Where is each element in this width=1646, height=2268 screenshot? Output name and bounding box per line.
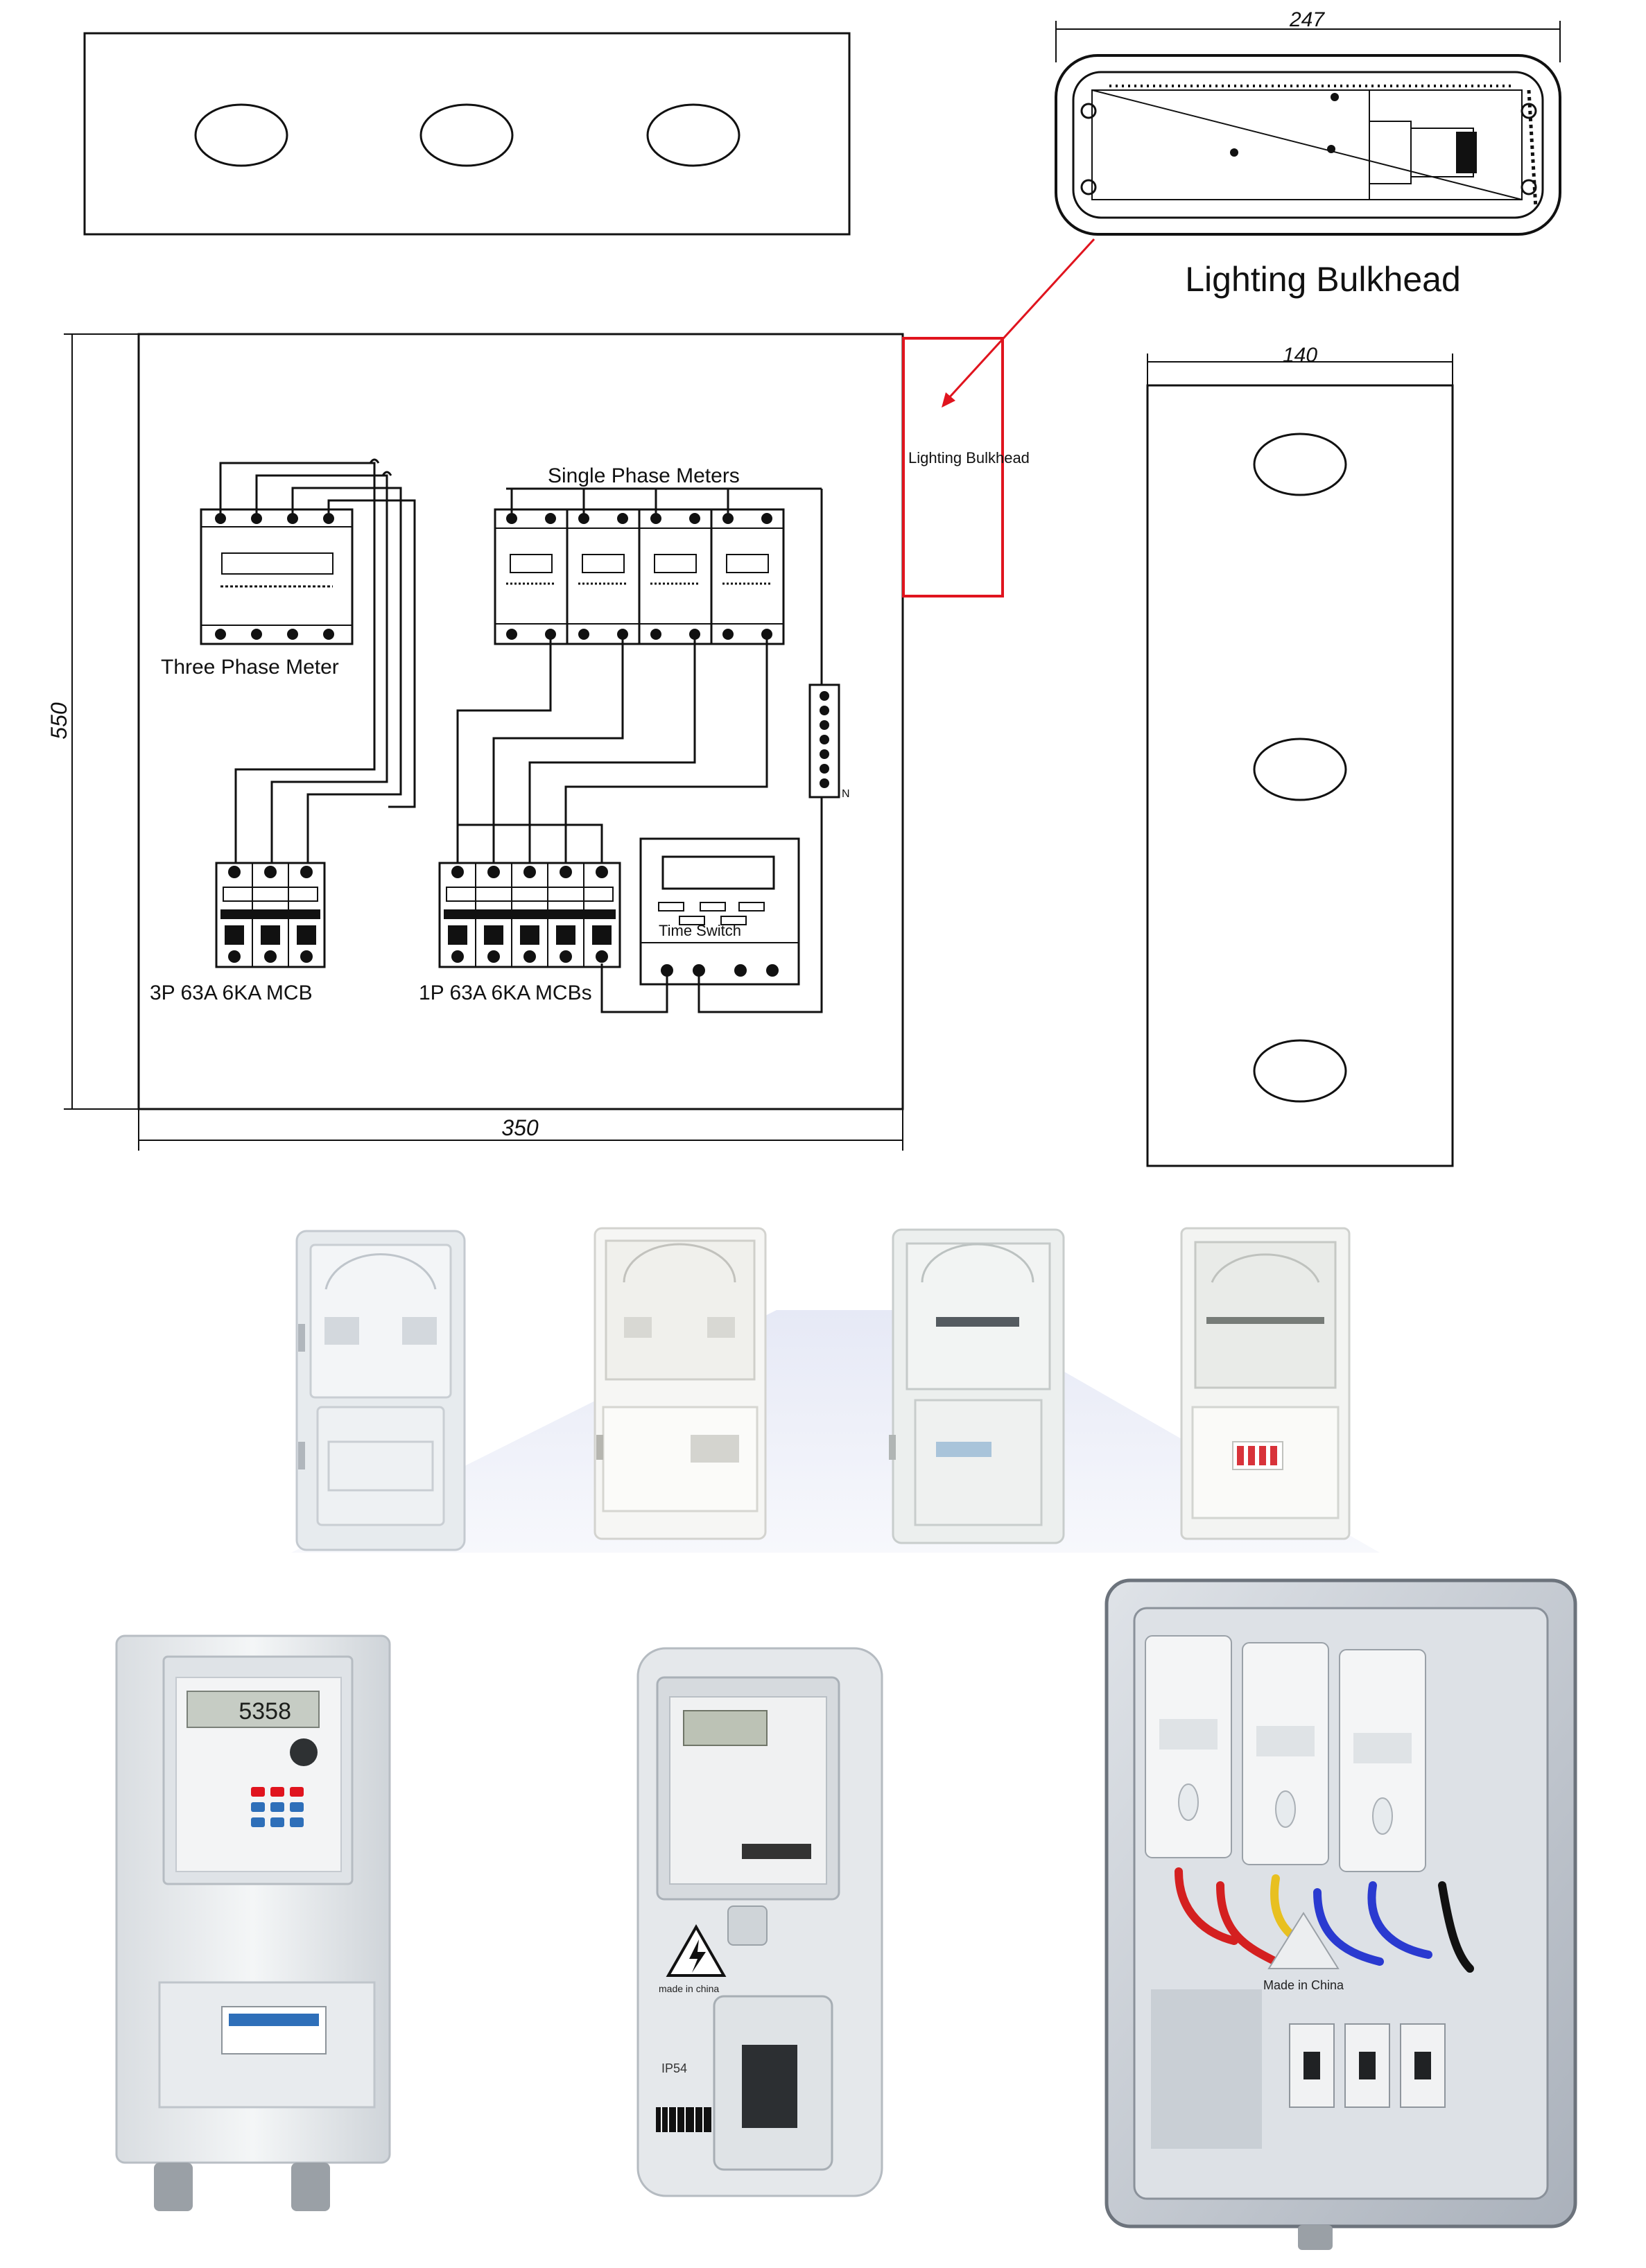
- side-strip-width-dim: 140: [1283, 344, 1317, 367]
- time-switch-label: Time Switch: [659, 922, 741, 939]
- enclosure-photo-2: [594, 1227, 767, 1540]
- strip-hole-3: [1253, 1039, 1347, 1103]
- neutral-bar: N: [808, 683, 850, 800]
- plate-hole-2: [419, 103, 514, 167]
- panel-width-dim: 350: [501, 1115, 539, 1140]
- single-phase-meter-4: [710, 508, 785, 645]
- cover-plate-three-holes: [83, 32, 851, 236]
- enclosure-photo-4: [1180, 1227, 1351, 1540]
- three-phase-wiring: [219, 458, 416, 870]
- three-phase-meter: [200, 508, 354, 645]
- time-switch-wiring: [600, 963, 823, 1013]
- single-phase-wiring: [456, 638, 768, 870]
- enclosure-photo-5: 5358: [115, 1634, 391, 2211]
- mcb-1p-label: 1P 63A 6KA MCBs: [419, 982, 592, 1004]
- single-phase-meters: [494, 487, 823, 998]
- mcb-3p: [215, 862, 326, 968]
- plate-hole-3: [646, 103, 740, 167]
- enclosure-photo-6: made in china IP54: [636, 1647, 883, 2197]
- main-panel-drawing: 550 350 Lighting Bulkhead Three Phase Me…: [46, 333, 1030, 1151]
- single-phase-title: Single Phase Meters: [548, 464, 740, 487]
- strip-hole-1: [1253, 433, 1347, 496]
- mcb-1p-group: [438, 862, 621, 968]
- strip-hole-2: [1253, 738, 1347, 801]
- side-strip-drawing: 140: [1146, 344, 1454, 1167]
- lighting-bulkhead-drawing: 247: [1055, 8, 1561, 236]
- mcb-3p-label: 3P 63A 6KA MCB: [150, 982, 313, 1004]
- time-switch: [639, 837, 800, 986]
- product-photo-row-1: [291, 1227, 1380, 1553]
- bulkhead-pointer-arrow: [942, 238, 1095, 408]
- lighting-box-label: Lighting Bulkhead: [908, 449, 1030, 466]
- meter-module-3: [1339, 1649, 1426, 1872]
- enclosure-photo-7: Made in China: [1104, 1578, 1577, 2250]
- bulkhead-caption: Lighting Bulkhead: [1185, 260, 1461, 299]
- enclosure-photo-1: [295, 1230, 466, 1551]
- meter-reading: 5358: [239, 1698, 291, 1725]
- three-phase-meter-label: Three Phase Meter: [161, 656, 339, 679]
- lighting-bulkhead-box: [902, 337, 1004, 597]
- made-in-caption: Made in China: [1263, 1978, 1344, 1992]
- ip-rating: IP54: [661, 2061, 687, 2075]
- panel-height-dim: 550: [46, 702, 71, 740]
- warning-caption: made in china: [659, 1983, 719, 1994]
- breaker-modules: [1289, 2023, 1446, 2108]
- bulkhead-width-dim: 247: [1289, 8, 1325, 31]
- enclosure-photo-3: [889, 1228, 1065, 1544]
- neutral-bar-label: N: [842, 788, 850, 800]
- meter-module-1: [1145, 1635, 1232, 1858]
- plate-hole-1: [194, 103, 288, 167]
- single-phase-meter-3: [638, 508, 713, 645]
- single-phase-meter-2: [566, 508, 641, 645]
- colored-cables: [1175, 1867, 1474, 1973]
- meter-module-2: [1242, 1642, 1329, 1865]
- single-phase-meter-1: [494, 508, 569, 645]
